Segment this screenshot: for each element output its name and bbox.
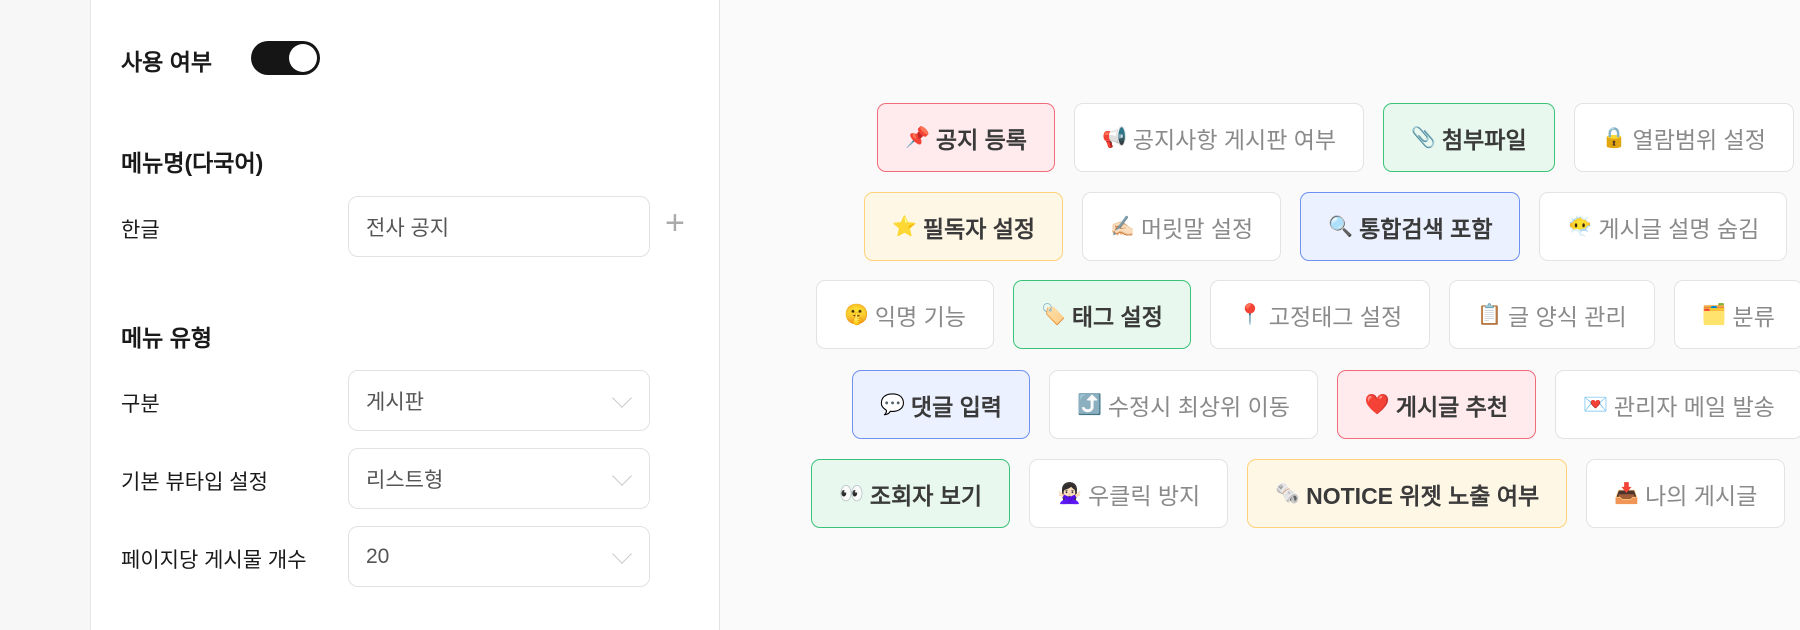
settings-panel: 사용 여부 메뉴명(다국어) 한글 전사 공지 + 메뉴 유형 구분 게시판 기… bbox=[90, 0, 720, 630]
feature-tag[interactable]: ⭐필독자 설정 bbox=[864, 192, 1064, 261]
feature-tag[interactable]: 🗂️분류 bbox=[1673, 280, 1800, 349]
tag-emoji-icon: 🔍 bbox=[1328, 216, 1354, 238]
tag-emoji-icon: ⤴️ bbox=[1076, 394, 1102, 416]
view-type-label: 기본 뷰타입 설정 bbox=[121, 471, 268, 494]
tag-label: 익명 기능 bbox=[874, 303, 966, 330]
tag-emoji-icon: ❤️ bbox=[1364, 394, 1390, 416]
korean-label: 한글 bbox=[121, 219, 160, 242]
feature-tag[interactable]: 👀조회자 보기 bbox=[811, 459, 1011, 528]
feature-tag[interactable]: 📍고정태그 설정 bbox=[1209, 280, 1431, 349]
tag-emoji-icon: 📋 bbox=[1477, 304, 1503, 326]
tag-label: 태그 설정 bbox=[1071, 303, 1163, 330]
feature-tag[interactable]: 🙅🏻‍♀️우클릭 방지 bbox=[1029, 459, 1229, 528]
tag-row: 💬댓글 입력 ⤴️수정시 최상위 이동 ❤️게시글 추천 💌관리자 메일 발송 bbox=[852, 370, 1800, 439]
tag-emoji-icon: 📎 bbox=[1411, 127, 1436, 149]
feature-tag[interactable]: 🗞️NOTICE 위젯 노출 여부 bbox=[1247, 459, 1568, 528]
use-toggle[interactable] bbox=[251, 41, 320, 75]
tag-emoji-icon: 🤫 bbox=[844, 304, 869, 326]
menu-name-heading: 메뉴명(다국어) bbox=[121, 150, 264, 176]
menu-type-heading: 메뉴 유형 bbox=[121, 325, 213, 351]
tag-emoji-icon: 📥 bbox=[1614, 483, 1640, 505]
feature-tag[interactable]: 📎첨부파일 bbox=[1383, 103, 1555, 172]
tag-label: 수정시 최상위 이동 bbox=[1107, 393, 1290, 420]
chevron-down-icon bbox=[612, 388, 632, 408]
feature-tag[interactable]: 💬댓글 입력 bbox=[852, 370, 1030, 439]
tag-label: 글 양식 관리 bbox=[1508, 303, 1627, 330]
tag-emoji-icon: 💌 bbox=[1583, 394, 1608, 416]
tag-emoji-icon: 📌 bbox=[905, 127, 930, 149]
tag-emoji-icon: 📢 bbox=[1101, 127, 1127, 149]
tag-row: 👀조회자 보기 🙅🏻‍♀️우클릭 방지 🗞️NOTICE 위젯 노출 여부 📥나의 게… bbox=[811, 459, 1786, 528]
tag-emoji-icon: 📍 bbox=[1237, 304, 1263, 326]
tag-row: 🤫익명 기능 🏷️태그 설정 📍고정태그 설정 📋글 양식 관리 🗂️분류 bbox=[816, 280, 1800, 349]
tag-label: 우클릭 방지 bbox=[1088, 482, 1201, 509]
tag-label: 첨부파일 bbox=[1441, 126, 1527, 153]
tag-label: 공지 등록 bbox=[935, 126, 1027, 153]
tag-label: 공지사항 게시판 여부 bbox=[1132, 126, 1337, 153]
feature-tag[interactable]: ⤴️수정시 최상위 이동 bbox=[1048, 370, 1318, 439]
chevron-down-icon bbox=[612, 466, 632, 486]
tag-emoji-icon: 🗞️ bbox=[1275, 483, 1301, 505]
tag-emoji-icon: 🔒 bbox=[1601, 127, 1627, 149]
feature-tag[interactable]: 📋글 양식 관리 bbox=[1449, 280, 1655, 349]
tag-emoji-icon: 😶‍🌫️ bbox=[1567, 216, 1593, 238]
tag-label: 게시글 추천 bbox=[1395, 393, 1509, 420]
left-gutter bbox=[0, 0, 90, 630]
tag-row: ⭐필독자 설정 ✍🏻머릿말 설정 🔍통합검색 포함 😶‍🌫️게시글 설명 숨김 bbox=[864, 192, 1788, 261]
tag-label: 머릿말 설정 bbox=[1141, 215, 1254, 242]
tag-label: 댓글 입력 bbox=[910, 393, 1002, 420]
use-label: 사용 여부 bbox=[121, 49, 213, 75]
tag-emoji-icon: 🙅🏻‍♀️ bbox=[1057, 483, 1083, 505]
tag-emoji-icon: 🗂️ bbox=[1701, 304, 1727, 326]
feature-tag[interactable]: 🤫익명 기능 bbox=[816, 280, 994, 349]
feature-tag[interactable]: 📢공지사항 게시판 여부 bbox=[1073, 103, 1365, 172]
tag-emoji-icon: 👀 bbox=[839, 483, 864, 505]
feature-tag[interactable]: 🏷️태그 설정 bbox=[1012, 280, 1191, 349]
korean-name-value: 전사 공지 bbox=[366, 216, 450, 240]
per-page-label: 페이지당 게시물 개수 bbox=[121, 549, 307, 572]
tag-row: 📌공지 등록 📢공지사항 게시판 여부 📎첨부파일 🔒열람범위 설정 bbox=[877, 103, 1794, 172]
tag-label: 분류 bbox=[1732, 303, 1775, 330]
per-page-value: 20 bbox=[366, 544, 390, 568]
tag-label: 관리자 메일 발송 bbox=[1613, 393, 1775, 420]
feature-tag[interactable]: 📥나의 게시글 bbox=[1586, 459, 1786, 528]
feature-tag[interactable]: 🔍통합검색 포함 bbox=[1300, 192, 1521, 261]
tag-emoji-icon: ⭐ bbox=[892, 216, 917, 238]
feature-tag[interactable]: ❤️게시글 추천 bbox=[1336, 370, 1537, 439]
category-label: 구분 bbox=[121, 393, 160, 416]
korean-name-input[interactable]: 전사 공지 bbox=[348, 196, 650, 257]
tag-label: 조회자 보기 bbox=[869, 482, 983, 509]
tag-emoji-icon: 🏷️ bbox=[1040, 304, 1066, 326]
tag-emoji-icon: ✍🏻 bbox=[1110, 216, 1136, 238]
view-type-value: 리스트형 bbox=[366, 468, 444, 492]
tag-label: 열람범위 설정 bbox=[1632, 126, 1766, 153]
tag-emoji-icon: 💬 bbox=[880, 394, 905, 416]
tag-label: 필독자 설정 bbox=[922, 215, 1036, 242]
tag-label: 고정태그 설정 bbox=[1268, 303, 1403, 330]
view-type-select[interactable]: 리스트형 bbox=[348, 448, 650, 509]
chevron-down-icon bbox=[612, 544, 632, 564]
feature-tag[interactable]: ✍🏻머릿말 설정 bbox=[1082, 192, 1282, 261]
toggle-knob bbox=[289, 44, 317, 72]
feature-tag[interactable]: 📌공지 등록 bbox=[877, 103, 1055, 172]
tag-label: 게시글 설명 숨김 bbox=[1598, 215, 1760, 242]
tag-label: 통합검색 포함 bbox=[1359, 215, 1493, 242]
tag-label: 나의 게시글 bbox=[1645, 482, 1758, 509]
per-page-select[interactable]: 20 bbox=[348, 526, 650, 587]
feature-tag[interactable]: 🔒열람범위 설정 bbox=[1573, 103, 1794, 172]
category-select[interactable]: 게시판 bbox=[348, 370, 650, 431]
add-language-plus-icon[interactable]: + bbox=[665, 204, 685, 242]
feature-tag[interactable]: 💌관리자 메일 발송 bbox=[1555, 370, 1800, 439]
tag-label: NOTICE 위젯 노출 여부 bbox=[1306, 482, 1540, 509]
category-value: 게시판 bbox=[366, 390, 424, 414]
feature-tag[interactable]: 😶‍🌫️게시글 설명 숨김 bbox=[1539, 192, 1788, 261]
